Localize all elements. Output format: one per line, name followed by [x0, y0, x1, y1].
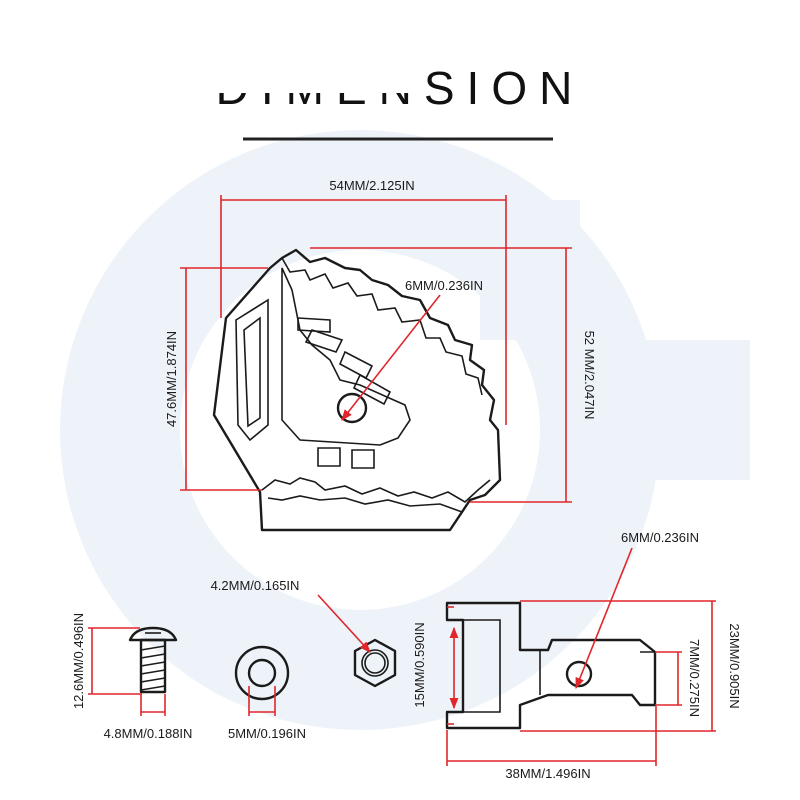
- footpeg-teeth-top: [281, 257, 483, 396]
- washer-inner: [247, 658, 277, 688]
- bracket-tab-height-label: 7MM/0.275IN: [687, 639, 702, 717]
- screw-threads: [140, 645, 166, 691]
- footpeg-slot-6: [351, 449, 375, 469]
- nut-hole: [364, 652, 386, 674]
- nut-size-label: 4.2MM/0.165IN: [211, 578, 300, 593]
- washer-diameter-label: 5MM/0.196IN: [228, 726, 306, 741]
- footpeg-hole-label: 6MM/0.236IN: [405, 278, 483, 293]
- title-mask: [180, 60, 410, 93]
- footpeg-slot-2: [304, 329, 344, 353]
- screw-diameter-label: 4.8MM/0.188IN: [104, 726, 193, 741]
- hole-leader: [341, 294, 441, 421]
- footpeg-slot-1: [297, 317, 331, 333]
- nut-drawing: 4.2MM/0.165IN: [211, 578, 397, 688]
- footpeg-slot-4: [352, 373, 392, 406]
- footpeg-slot-5: [317, 447, 341, 467]
- footpeg-drawing: [212, 248, 502, 532]
- bracket-inner-channel: [463, 619, 501, 713]
- footpeg-teeth-bottom-inner: [267, 495, 463, 513]
- footpeg-height-left-label: 47.6MM/1.874IN: [164, 331, 179, 427]
- title-block: DIMENSION: [180, 60, 572, 141]
- nut-leader: [317, 594, 371, 653]
- footpeg-outline: [212, 248, 502, 532]
- footpeg-width-label: 54MM/2.125IN: [329, 178, 414, 193]
- washer-outer: [234, 645, 290, 701]
- footpeg-inner-plate: [281, 267, 411, 446]
- screw-length-label: 12.6MM/0.496IN: [71, 613, 86, 709]
- nut-hole-outer: [361, 649, 389, 677]
- washer-drawing: 5MM/0.196IN: [228, 645, 306, 741]
- footpeg-teeth-bottom: [261, 477, 491, 503]
- bracket-hole-leader: [575, 547, 633, 690]
- footpeg-dimensions: 54MM/2.125IN 47.6MM/1.874IN 52 MM/2.047I…: [164, 178, 597, 503]
- bracket-tab: [640, 651, 656, 705]
- footpeg-mounting-hole: [336, 392, 368, 424]
- bracket-hole-label: 6MM/0.236IN: [621, 530, 699, 545]
- screw-head: [128, 626, 178, 642]
- footpeg-left-frame: [235, 298, 269, 442]
- bracket-length-label: 38MM/1.496IN: [505, 766, 590, 781]
- screw-drawing: 12.6MM/0.496IN 4.8MM/0.188IN: [71, 613, 192, 741]
- bracket-drawing: 15MM/0.590IN 23MM/0.905IN 7MM/0.275IN 38…: [412, 530, 742, 781]
- footpeg-height-right-label: 52 MM/2.047IN: [582, 331, 597, 420]
- nut-outline: [353, 638, 397, 688]
- watermark-logo: [60, 130, 750, 730]
- footpeg-left-slot: [243, 316, 261, 428]
- bracket-height-right-label: 23MM/0.905IN: [727, 623, 742, 708]
- bracket-height-left-label: 15MM/0.590IN: [412, 622, 427, 707]
